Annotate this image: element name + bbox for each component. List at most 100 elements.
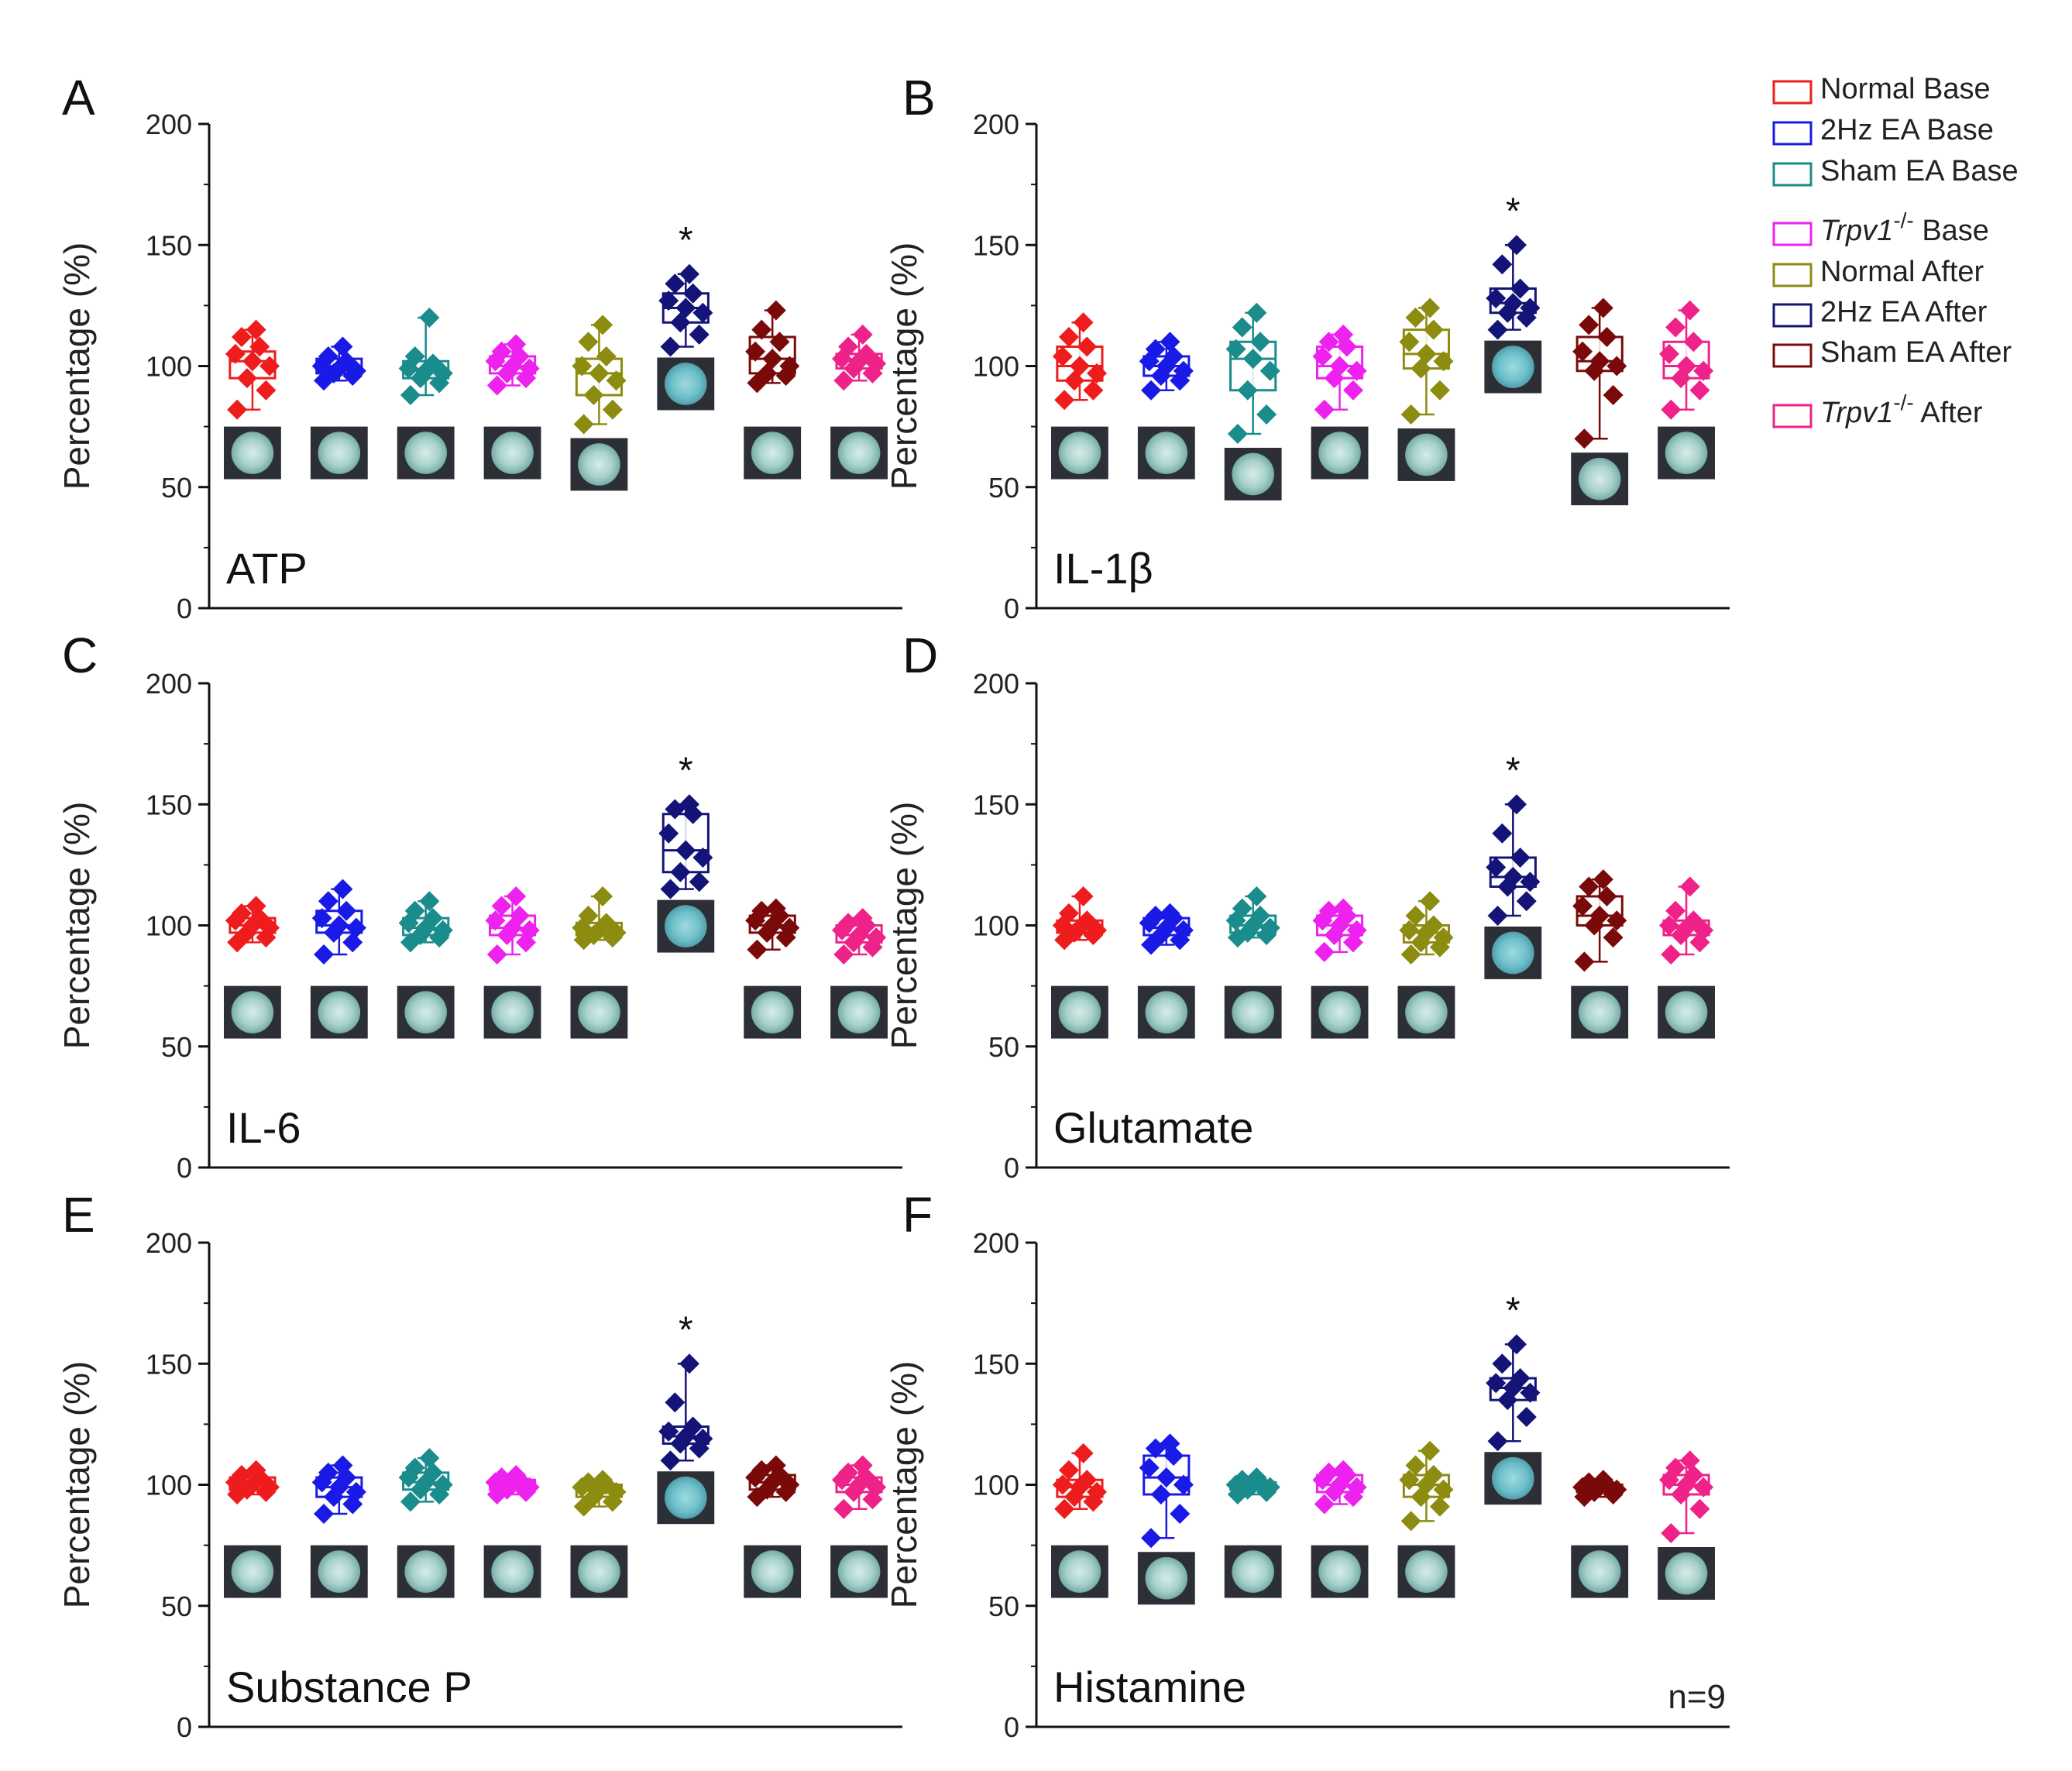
data-point xyxy=(506,334,527,355)
data-point xyxy=(246,896,266,916)
y-tick-label: 50 xyxy=(161,472,192,504)
data-point xyxy=(1520,297,1541,318)
data-point xyxy=(246,319,266,340)
data-point xyxy=(660,879,681,899)
data-point xyxy=(1679,300,1700,321)
significance-marker: * xyxy=(679,220,693,261)
data-point xyxy=(404,1457,425,1478)
data-point xyxy=(318,346,338,366)
box-group xyxy=(310,1455,368,1598)
data-point xyxy=(779,356,800,377)
box-group xyxy=(1484,235,1542,394)
data-point xyxy=(506,1465,527,1485)
box-group xyxy=(570,1470,628,1598)
box-group xyxy=(744,300,802,480)
data-point xyxy=(1423,319,1444,340)
legend-item: Sham EA Base xyxy=(1772,155,2019,187)
panel-title: ATP xyxy=(226,544,308,593)
significance-marker: * xyxy=(1506,1290,1520,1331)
well-image xyxy=(830,1545,888,1598)
data-point xyxy=(419,308,440,328)
data-point xyxy=(1593,1470,1613,1491)
legend-swatch xyxy=(1772,263,1813,287)
data-point xyxy=(506,886,527,906)
data-point xyxy=(1139,1457,1160,1478)
data-point xyxy=(1073,1443,1094,1463)
data-point xyxy=(1405,308,1426,328)
data-point xyxy=(1160,1433,1180,1454)
data-point xyxy=(1346,920,1367,941)
well-image xyxy=(1484,340,1542,394)
y-tick-label: 100 xyxy=(973,1470,1019,1501)
data-point xyxy=(1259,360,1280,381)
well-image xyxy=(483,1545,541,1598)
legend-label: 2Hz EA After xyxy=(1820,296,1988,328)
data-point xyxy=(1579,876,1600,897)
data-point xyxy=(1156,1467,1177,1488)
data-point xyxy=(833,944,854,965)
legend-swatch xyxy=(1772,121,1813,146)
data-point xyxy=(1141,1528,1162,1549)
data-point xyxy=(679,1353,699,1374)
data-point xyxy=(236,368,257,389)
data-point xyxy=(1073,312,1094,333)
y-tick-label: 100 xyxy=(146,351,192,383)
well-image xyxy=(310,1545,368,1598)
data-point xyxy=(679,794,699,815)
box-group xyxy=(310,336,368,480)
well-image xyxy=(830,426,888,480)
well-image xyxy=(1571,985,1629,1039)
data-point xyxy=(593,1470,613,1491)
data-point xyxy=(1246,886,1267,906)
box-group xyxy=(1311,1460,1369,1598)
data-point xyxy=(1574,951,1595,972)
data-point xyxy=(689,872,710,892)
box-group xyxy=(830,1455,888,1598)
data-point xyxy=(332,1455,353,1476)
data-point xyxy=(596,913,617,934)
well-image xyxy=(483,985,541,1039)
well-image xyxy=(1658,1547,1715,1600)
data-point xyxy=(1333,1460,1354,1480)
data-point xyxy=(1170,1504,1191,1524)
data-point xyxy=(1606,356,1627,377)
data-point xyxy=(1077,910,1098,931)
data-point xyxy=(1510,278,1531,299)
data-point xyxy=(400,385,421,405)
y-tick-label: 0 xyxy=(1004,1711,1019,1743)
y-tick-label: 150 xyxy=(146,789,192,820)
box-group xyxy=(397,891,455,1039)
y-tick-label: 200 xyxy=(973,668,1019,700)
well-image xyxy=(744,426,802,480)
data-point xyxy=(1173,920,1194,941)
data-point xyxy=(1492,254,1513,275)
data-point xyxy=(856,343,877,364)
data-point xyxy=(1400,1511,1421,1532)
y-tick-label: 0 xyxy=(177,593,192,624)
data-point xyxy=(1661,399,1682,420)
data-point xyxy=(660,1450,681,1471)
data-point xyxy=(1333,898,1354,919)
box-group xyxy=(744,1455,802,1598)
y-tick-label: 200 xyxy=(973,108,1019,140)
data-point xyxy=(1242,349,1263,370)
data-point xyxy=(578,906,599,926)
box-group xyxy=(1224,886,1282,1039)
data-point xyxy=(1416,343,1437,364)
well-image xyxy=(1571,1545,1629,1598)
y-tick-label: 150 xyxy=(146,1348,192,1380)
data-point xyxy=(1058,327,1079,347)
well-image xyxy=(1051,985,1108,1039)
well-image xyxy=(224,985,281,1039)
data-point xyxy=(1429,1496,1450,1517)
well-image xyxy=(1311,1545,1369,1598)
box-group xyxy=(397,308,455,480)
data-point xyxy=(1173,1474,1194,1495)
legend-item: 2Hz EA Base xyxy=(1772,114,1994,146)
data-point xyxy=(432,920,453,941)
box-group xyxy=(483,334,541,480)
